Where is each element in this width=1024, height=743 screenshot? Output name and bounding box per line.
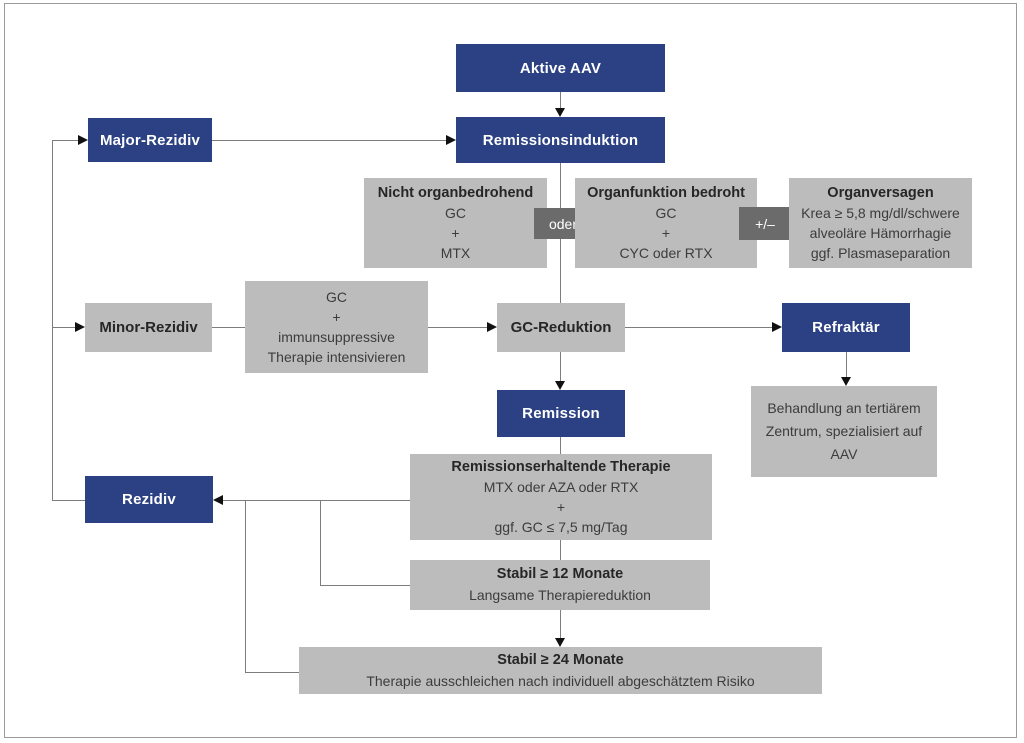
edge-minor-gcbox-line bbox=[212, 327, 245, 328]
node-stabil-24-monate: Stabil ≥ 24 Monate Therapie ausschleiche… bbox=[299, 647, 822, 694]
node-label: Remissionsinduktion bbox=[482, 131, 639, 149]
node-title: Nicht organbedrohend bbox=[377, 185, 534, 201]
node-line: alveoläre Hämorrhagie bbox=[809, 225, 952, 241]
arrowhead-down-icon bbox=[555, 638, 565, 647]
node-line: GC bbox=[655, 205, 677, 221]
node-label: Major-Rezidiv bbox=[99, 131, 201, 149]
arrowhead-left-icon bbox=[213, 495, 223, 505]
connector-label: oder bbox=[548, 215, 578, 232]
arrowhead-right-icon bbox=[772, 322, 782, 332]
node-label: GC-Reduktion bbox=[510, 318, 612, 336]
node-label: Refraktär bbox=[812, 319, 880, 336]
connector-label: +/– bbox=[755, 215, 775, 232]
edge-rezidiv-trunk-line bbox=[52, 500, 85, 501]
node-remission: Remission bbox=[497, 390, 625, 437]
node-gc-reduktion: GC-Reduktion bbox=[497, 303, 625, 352]
node-title: Organfunktion bedroht bbox=[587, 185, 745, 201]
node-minor-rezidiv: Minor-Rezidiv bbox=[85, 303, 212, 352]
node-label: Minor-Rezidiv bbox=[99, 318, 198, 336]
node-refraktaer: Refraktär bbox=[782, 303, 910, 352]
edge-stabil12-stabil24-line bbox=[560, 610, 561, 639]
edge-aav-induktion-line bbox=[560, 92, 561, 109]
node-nicht-organbedrohend: Nicht organbedrohend GC + MTX bbox=[364, 178, 547, 268]
edge-gcbox-gcreduktion-line bbox=[428, 327, 488, 328]
edge-gcreduktion-refraktaer-line bbox=[625, 327, 773, 328]
node-line: GC bbox=[326, 289, 347, 305]
node-tertiaeres-zentrum: Behandlung an tertiärem Zentrum, spezial… bbox=[751, 386, 937, 477]
node-line: + bbox=[661, 225, 671, 241]
arrowhead-right-icon bbox=[75, 322, 85, 332]
node-line: MTX oder AZA oder RTX bbox=[483, 479, 639, 495]
node-line: Therapie intensivieren bbox=[267, 349, 406, 365]
node-title: Organversagen bbox=[827, 185, 934, 201]
edge-trunk-minor-line bbox=[52, 327, 76, 328]
arrowhead-down-icon bbox=[555, 108, 565, 117]
node-title: Remissionserhaltende Therapie bbox=[451, 459, 671, 475]
node-line: GC bbox=[445, 205, 466, 221]
node-line: MTX bbox=[440, 245, 471, 261]
node-line: Zentrum, spezialisiert auf AAV bbox=[765, 423, 923, 462]
node-line: + bbox=[332, 309, 341, 325]
node-label: Remission bbox=[522, 405, 600, 422]
node-major-rezidiv: Major-Rezidiv bbox=[88, 118, 212, 162]
edge-erhaltung-rezidiv-line bbox=[222, 500, 410, 501]
edge-refraktaer-zentrum-line bbox=[846, 352, 847, 378]
node-stabil-12-monate: Stabil ≥ 12 Monate Langsame Therapieredu… bbox=[410, 560, 710, 610]
edge-gcreduktion-remission-line bbox=[560, 352, 561, 382]
node-line: + bbox=[556, 499, 566, 515]
node-line: Therapie ausschleichen nach individuell … bbox=[366, 672, 755, 689]
connector-plusminus: +/– bbox=[739, 207, 791, 240]
feedback-stabil12-vline bbox=[320, 500, 321, 585]
edge-trunk-major-line bbox=[52, 140, 79, 141]
node-organversagen: Organversagen Krea ≥ 5,8 mg/dl/schwere a… bbox=[789, 178, 972, 268]
node-organfunktion-bedroht: Organfunktion bedroht GC + CYC oder RTX bbox=[575, 178, 757, 268]
edge-major-induktion-line bbox=[212, 140, 446, 141]
node-remissionsinduktion: Remissionsinduktion bbox=[456, 117, 665, 163]
feedback-stabil12-hline bbox=[320, 585, 410, 586]
edge-erhaltung-stabil12-line bbox=[560, 540, 561, 560]
edge-remission-erhaltung-line bbox=[560, 437, 561, 454]
node-line: + bbox=[451, 225, 460, 241]
arrowhead-right-icon bbox=[487, 322, 497, 332]
node-label: Rezidiv bbox=[122, 491, 176, 508]
arrowhead-down-icon bbox=[841, 377, 851, 386]
feedback-trunk-line bbox=[52, 140, 53, 500]
arrowhead-right-icon bbox=[446, 135, 456, 145]
feedback-stabil24-hline bbox=[245, 672, 299, 673]
node-title: Stabil ≥ 12 Monate bbox=[496, 566, 624, 582]
node-label: Aktive AAV bbox=[519, 59, 602, 77]
node-line: Krea ≥ 5,8 mg/dl/schwere bbox=[801, 205, 960, 221]
node-line: immunsuppressive bbox=[278, 329, 395, 345]
node-line: Langsame Therapiereduktion bbox=[469, 587, 651, 603]
node-gc-intensivieren: GC + immunsuppressive Therapie intensivi… bbox=[245, 281, 428, 373]
node-line: ggf. Plasmaseparation bbox=[810, 245, 951, 261]
arrowhead-down-icon bbox=[555, 381, 565, 390]
feedback-stabil24-vline bbox=[245, 500, 246, 672]
node-rezidiv: Rezidiv bbox=[85, 476, 213, 523]
node-line: CYC oder RTX bbox=[619, 245, 713, 261]
node-erhaltende-therapie: Remissionserhaltende Therapie MTX oder A… bbox=[410, 454, 712, 540]
figure-border bbox=[4, 3, 1017, 738]
arrowhead-right-icon bbox=[78, 135, 88, 145]
node-title: Stabil ≥ 24 Monate bbox=[497, 651, 624, 668]
node-aktive-aav: Aktive AAV bbox=[456, 44, 665, 92]
node-line: Behandlung an tertiärem bbox=[767, 400, 921, 416]
node-line: ggf. GC ≤ 7,5 mg/Tag bbox=[494, 519, 628, 535]
